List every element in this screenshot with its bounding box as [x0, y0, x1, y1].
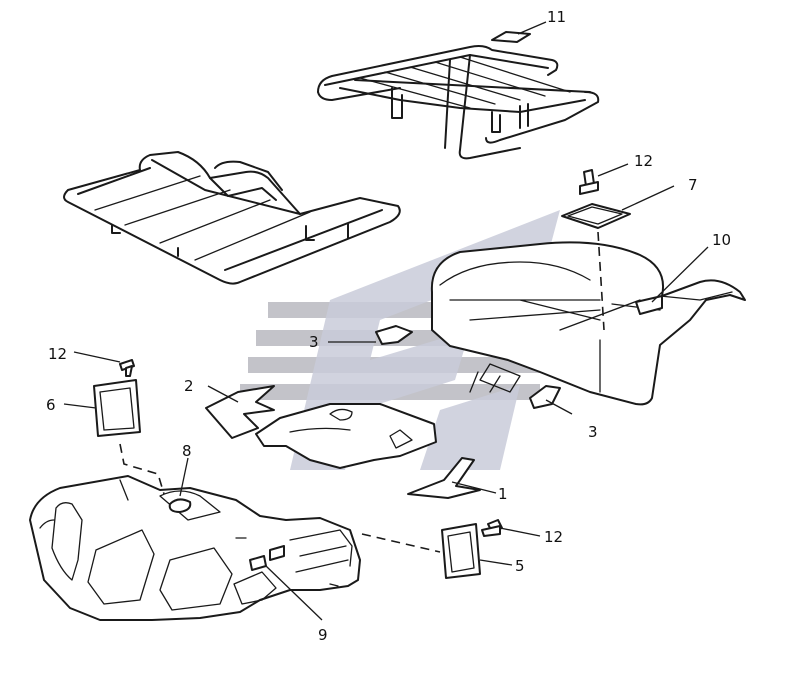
- callout-2: 2: [184, 377, 194, 395]
- front-fender: [29, 475, 361, 621]
- center-panels: [205, 325, 561, 499]
- front-rack: [63, 151, 401, 285]
- plug-left: [119, 359, 135, 377]
- callout-12-left: 12: [48, 345, 67, 363]
- callout-6: 6: [46, 396, 56, 414]
- callout-9: 9: [318, 626, 328, 644]
- rear-cover-plate: [561, 203, 631, 229]
- watermark-shape-right: [420, 385, 520, 470]
- assembly-line-6: [119, 443, 165, 495]
- callout-12-right: 12: [544, 528, 563, 546]
- callout-labels: 1 2 3 3 5 6 7 8 9 10 11 12 12 12: [46, 8, 731, 644]
- callout-12-top: 12: [634, 152, 653, 170]
- rear-fender: [430, 241, 746, 406]
- callout-7: 7: [688, 176, 698, 194]
- callout-11: 11: [547, 8, 566, 26]
- leader-lines: [63, 21, 709, 621]
- front-cover-plate: [93, 379, 141, 437]
- callout-3-upper: 3: [309, 333, 319, 351]
- callout-1: 1: [498, 485, 508, 503]
- callout-5: 5: [515, 557, 525, 575]
- assembly-line-5: [361, 533, 441, 553]
- callout-10: 10: [712, 231, 731, 249]
- assembly-line-7: [597, 231, 605, 331]
- callout-8: 8: [182, 442, 192, 460]
- rear-rack: [317, 45, 600, 160]
- rack-pad: [491, 31, 531, 43]
- plug-right: [481, 519, 503, 537]
- callout-3-lower: 3: [588, 423, 598, 441]
- plug-top: [579, 169, 599, 195]
